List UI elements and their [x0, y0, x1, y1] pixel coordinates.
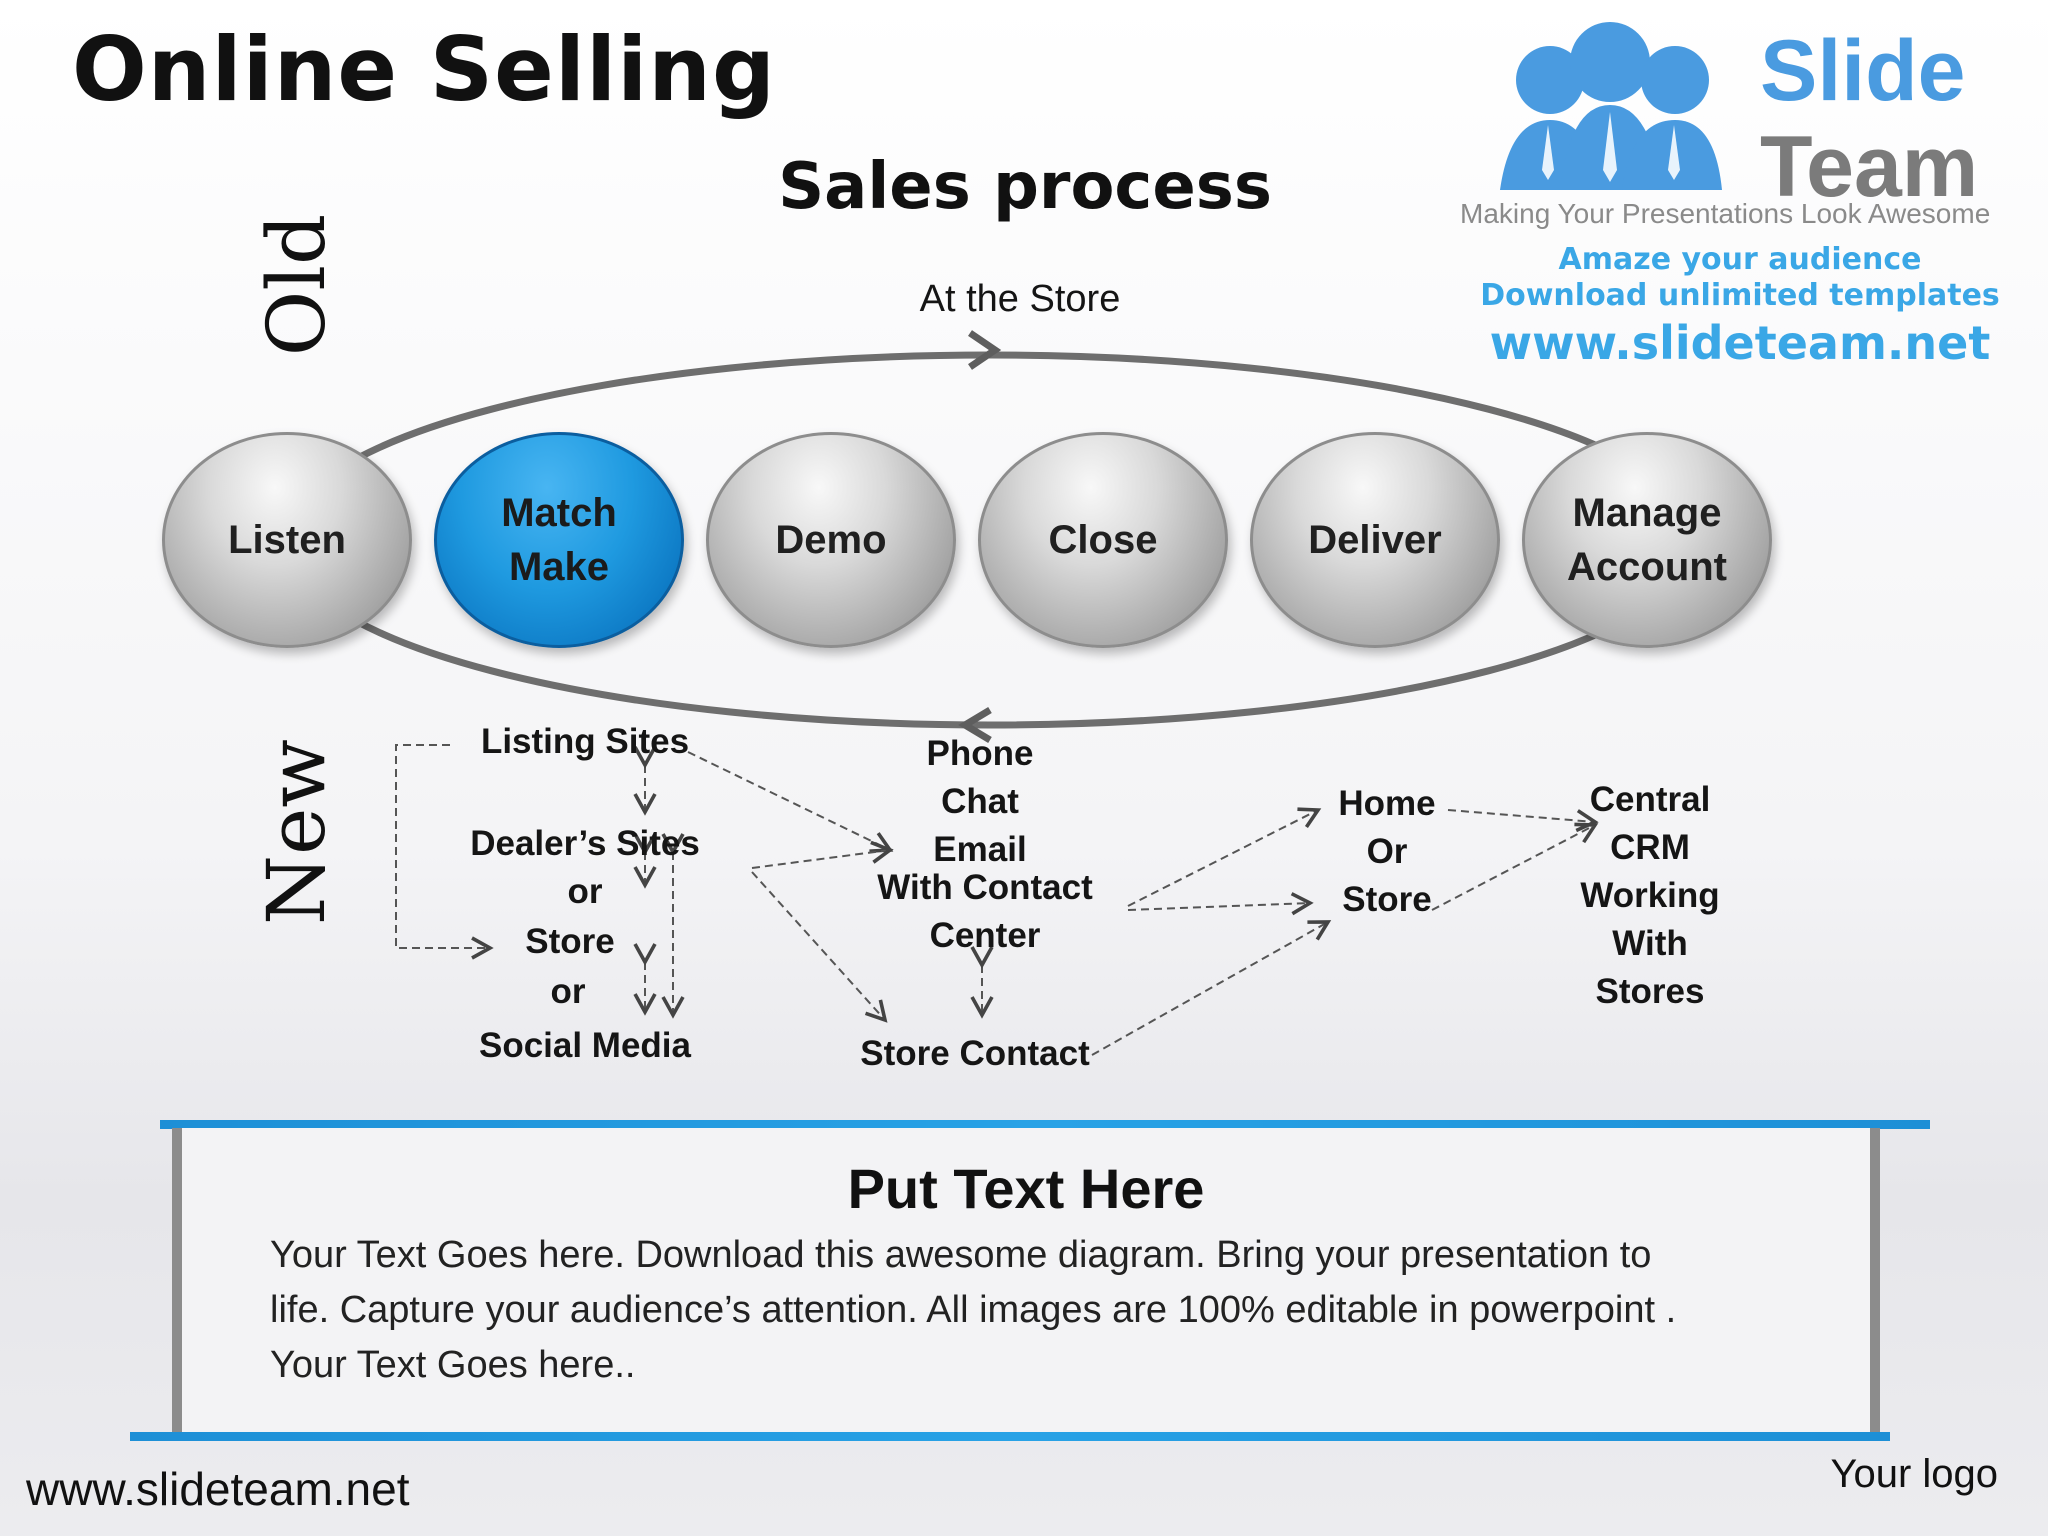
store-contact-label: Store Contact: [860, 1034, 1090, 1073]
textbox-line: life. Capture your audience’s attention.…: [270, 1289, 1677, 1331]
with-contact-label: With Contact: [877, 868, 1093, 907]
textbox-line: Your Text Goes here. Download this aweso…: [270, 1234, 1652, 1276]
phone-label: Phone: [926, 734, 1034, 773]
promo-line-2: Download unlimited templates: [1480, 278, 2000, 313]
cycle-label: At the Store: [919, 278, 1121, 320]
social-media-label: Social Media: [478, 1026, 692, 1065]
stores-label: Stores: [1595, 972, 1705, 1011]
textbox-bottom-bar: [130, 1432, 1890, 1441]
center-label: Center: [929, 916, 1041, 955]
step-label: Listen: [228, 518, 346, 562]
store-label: Store: [1342, 880, 1432, 919]
cycle-arrow-bottom-icon: [958, 706, 992, 744]
textbox-top-bar: [160, 1120, 1930, 1129]
listing-sites-label: Listing Sites: [480, 722, 690, 761]
step-label: Close: [1048, 518, 1158, 562]
central-label: Central: [1589, 780, 1711, 819]
dealers-sites-label: Dealer’s Sites: [470, 824, 700, 863]
with-label: With: [1612, 924, 1688, 963]
email-label: Email: [933, 830, 1027, 869]
text-box: Put Text Here Your Text Goes here. Downl…: [172, 1128, 1880, 1433]
step-label: Account: [1567, 545, 1727, 589]
diagram-subtitle: Sales process: [778, 150, 1272, 224]
home-label: Home: [1338, 784, 1436, 823]
working-label: Working: [1580, 876, 1720, 915]
or-label: or: [550, 972, 586, 1011]
logo-slide-word: Slide: [1760, 23, 1966, 119]
step-label: Deliver: [1308, 518, 1442, 562]
footer-url[interactable]: www.slideteam.net: [26, 1463, 410, 1515]
logo-tagline: Making Your Presentations Look Awesome: [1460, 198, 1991, 229]
your-logo-placeholder: Your logo: [1830, 1452, 1998, 1496]
chat-label: Chat: [941, 782, 1019, 821]
textbox-body: Your Text Goes here. Download this aweso…: [270, 1228, 1830, 1393]
promo-url[interactable]: www.slideteam.net: [1489, 316, 1991, 370]
promo-line-1: Amaze your audience: [1558, 242, 1922, 277]
people-logo-icon: [1500, 22, 1722, 190]
textbox-line: Your Text Goes here..: [270, 1344, 636, 1386]
cycle-arrow-top-icon: [968, 330, 1002, 370]
textbox-heading: Put Text Here: [847, 1157, 1205, 1220]
bracket-connector: [395, 744, 494, 960]
or-label: Or: [1366, 832, 1408, 871]
logo-team-word: Team: [1760, 119, 1979, 215]
step-demo: Demo: [706, 432, 956, 648]
step-label: Demo: [775, 518, 887, 562]
or-label: or: [567, 872, 603, 911]
step-label: Make: [508, 545, 610, 589]
step-label: Match: [501, 491, 617, 535]
step-label: Manage: [1572, 491, 1722, 535]
page-title: Online Selling: [72, 18, 776, 121]
step-listen: Listen: [162, 432, 412, 648]
store-label: Store: [525, 922, 615, 961]
step-deliver: Deliver: [1250, 432, 1500, 648]
crm-label: CRM: [1610, 828, 1690, 867]
step-close: Close: [978, 432, 1228, 648]
